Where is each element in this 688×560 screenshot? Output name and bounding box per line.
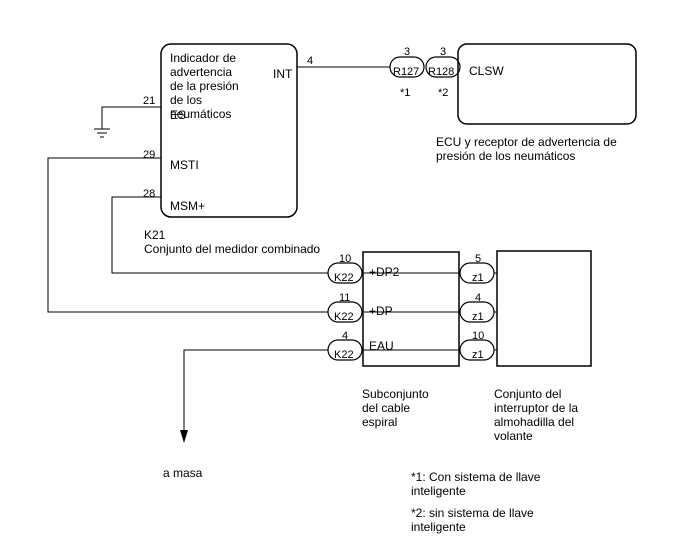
pin-clsw-label: CLSW <box>469 64 504 78</box>
wire-msti <box>47 157 328 313</box>
note-1-line-2: inteligente <box>411 484 466 498</box>
wire-eau-ground <box>183 349 328 432</box>
connector-z1-4 <box>459 301 495 323</box>
connector-z1-4-pin: 4 <box>475 292 481 304</box>
connector-k22-4-code: K22 <box>334 349 354 361</box>
ecu-caption-line-2: presión de los neumáticos <box>436 149 575 163</box>
connector-r128 <box>425 56 461 78</box>
connector-r127-pin: 3 <box>404 46 410 58</box>
spiral-caption-line-3: espiral <box>362 415 397 429</box>
connector-k22-10 <box>327 262 363 284</box>
switch-caption-line-2: interruptor de la <box>494 401 578 415</box>
connector-k22-10-pin: 10 <box>339 253 351 265</box>
connector-r128-code: R128 <box>428 66 454 78</box>
connector-k22-10-code: K22 <box>334 272 354 284</box>
spiral-cable-box <box>362 251 460 367</box>
indicator-label-line-4: de los <box>170 93 202 107</box>
spiral-caption-line-2: del cable <box>362 401 410 415</box>
connector-z1-10-pin: 10 <box>472 330 484 342</box>
tpms-ecu-box <box>457 43 637 125</box>
wire-number-int: 4 <box>307 55 313 67</box>
meter-code: K21 <box>144 228 166 242</box>
indicator-label-line-3: de la presión <box>170 79 239 93</box>
switch-caption-line-3: almohadilla del <box>494 415 574 429</box>
indicator-label-line-5: neumáticos <box>170 107 231 121</box>
connector-k22-11 <box>327 301 363 323</box>
connector-z1-5-code: z1 <box>472 272 484 284</box>
connector-z1-10 <box>459 339 495 361</box>
ground-arrow <box>180 430 188 443</box>
connector-r128-note: *2 <box>438 87 448 99</box>
connector-z1-5-pin: 5 <box>475 253 481 265</box>
pin-msm-label: MSM+ <box>170 199 205 213</box>
note-1-line-1: *1: Con sistema de llave <box>411 470 541 484</box>
wire-number-msti: 29 <box>143 149 155 161</box>
signal-eau-label: EAU <box>369 339 394 353</box>
pin-es-label: ES <box>170 108 186 122</box>
connector-r127-code: R127 <box>393 66 419 78</box>
wire-es-ground <box>101 106 161 129</box>
connector-z1-5 <box>459 262 495 284</box>
indicator-label-line-1: Indicador de <box>170 51 236 65</box>
note-2-line-2: inteligente <box>411 520 466 534</box>
connector-r127 <box>389 56 425 78</box>
combination-meter-box <box>160 43 298 218</box>
switch-caption-line-4: volante <box>494 429 533 443</box>
connector-z1-10-code: z1 <box>472 349 484 361</box>
pin-msti-label: MSTI <box>170 158 199 172</box>
wire-number-es: 21 <box>143 95 155 107</box>
wire-number-msm: 28 <box>143 188 155 200</box>
spiral-caption-line-1: Subconjunto <box>362 387 429 401</box>
connector-r127-note: *1 <box>400 87 410 99</box>
wire-msm <box>111 196 328 274</box>
connector-r128-pin: 3 <box>440 46 446 58</box>
pin-int-label: INT <box>273 67 293 81</box>
indicator-label-line-2: advertencia <box>170 65 232 79</box>
connector-k22-11-pin: 11 <box>339 292 350 304</box>
signal-dp-label: +DP <box>369 304 393 318</box>
ecu-caption-line-1: ECU y receptor de advertencia de <box>436 135 617 149</box>
connector-k22-4-pin: 4 <box>342 330 348 342</box>
connector-k22-11-code: K22 <box>334 311 354 323</box>
note-2-line-1: *2: sin sistema de llave <box>411 506 534 520</box>
switch-caption-line-1: Conjunto del <box>494 387 561 401</box>
steering-pad-switch-box <box>496 250 592 367</box>
meter-name: Conjunto del medidor combinado <box>144 242 320 256</box>
signal-dp2-label: +DP2 <box>369 265 400 279</box>
connector-z1-4-code: z1 <box>472 311 484 323</box>
ground-label: a masa <box>163 466 203 480</box>
